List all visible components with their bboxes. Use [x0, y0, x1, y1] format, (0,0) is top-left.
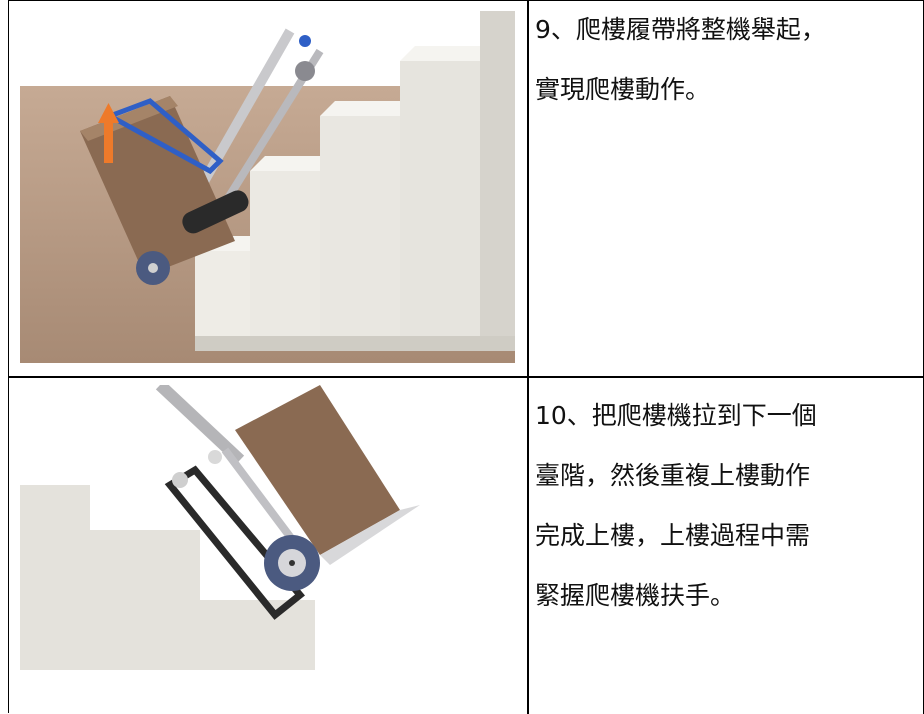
- step-10-illustration: [20, 385, 515, 675]
- column-divider: [527, 1, 529, 714]
- step-9-illustration: [20, 11, 515, 363]
- step-10-line-3: 完成上樓，上樓過程中需: [535, 521, 920, 581]
- step-10-line-4: 緊握爬樓機扶手。: [535, 581, 920, 641]
- row-divider: [9, 376, 924, 378]
- step-9-line-1: 9、爬樓履帶將整機舉起，: [535, 15, 920, 75]
- step-10-line-2: 臺階，然後重複上樓動作: [535, 461, 920, 521]
- step-9-text: 9、爬樓履帶將整機舉起， 實現爬樓動作。: [535, 15, 920, 135]
- step-10-line-1: 10、把爬樓機拉到下一個: [535, 401, 920, 461]
- step-10-text: 10、把爬樓機拉到下一個 臺階，然後重複上樓動作 完成上樓，上樓過程中需 緊握爬…: [535, 401, 920, 641]
- step-9-line-2: 實現爬樓動作。: [535, 75, 920, 135]
- instruction-table: 9、爬樓履帶將整機舉起， 實現爬樓動作。: [8, 0, 924, 713]
